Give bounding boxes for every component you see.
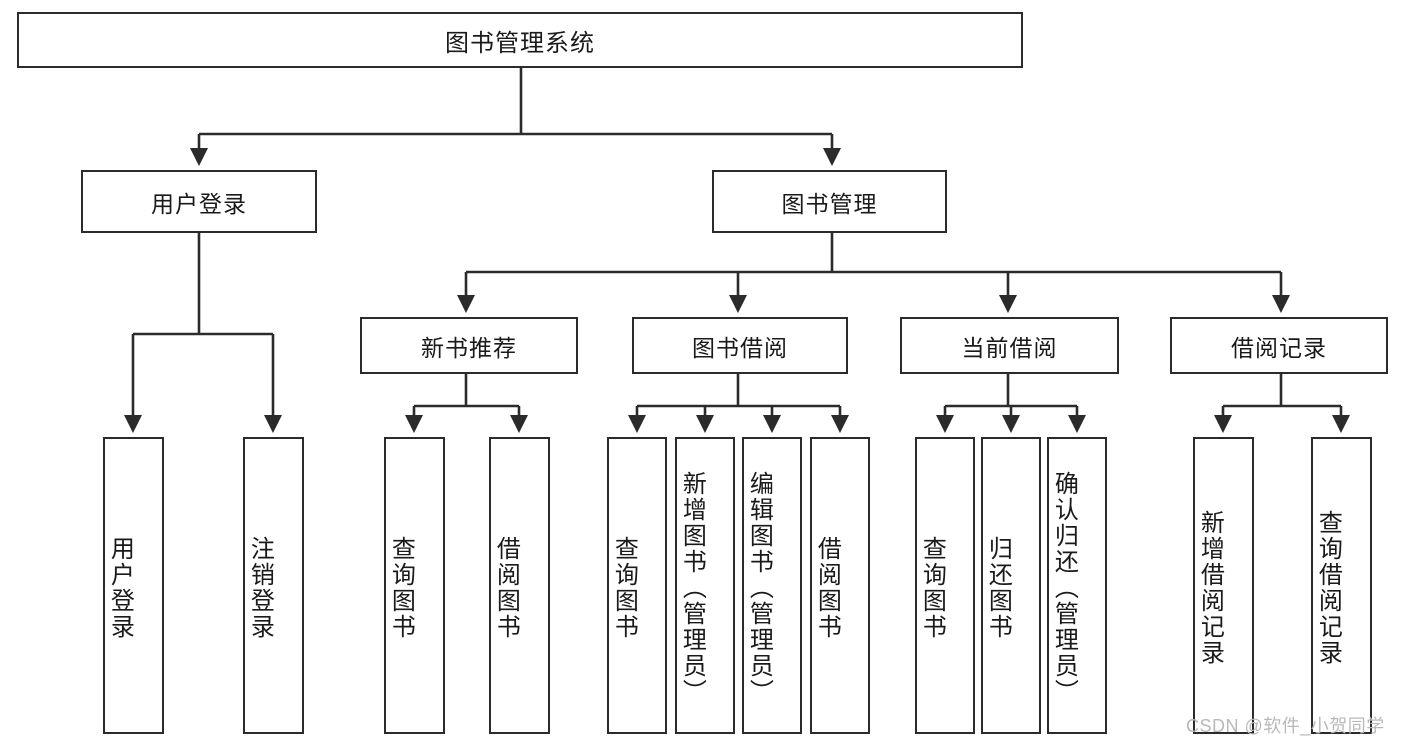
node-new-book-recommendation[interactable]: 新书推荐	[360, 317, 578, 374]
node-label: 借阅图书	[492, 535, 520, 640]
node-book-borrowing[interactable]: 图书借阅	[632, 317, 848, 374]
node-label: 图书管理	[781, 190, 878, 217]
node-current-borrowing[interactable]: 当前借阅	[900, 317, 1119, 374]
leaf-logout[interactable]: 注销登录	[243, 437, 304, 734]
node-label: 图书借阅	[692, 334, 788, 361]
watermark: CSDN @软件_小贺同学	[1186, 716, 1385, 736]
node-label: 用户登录	[106, 535, 134, 640]
leaf-query-borrow-record[interactable]: 查询借阅记录	[1311, 437, 1372, 734]
node-label: 注销登录	[246, 535, 274, 640]
node-label: 确认归还（管理员）	[1050, 470, 1078, 705]
leaf-query-book-current[interactable]: 查询图书	[915, 437, 975, 734]
node-label: 查询借阅记录	[1314, 509, 1342, 666]
node-label: 当前借阅	[961, 334, 1058, 361]
leaf-query-book-recommendation[interactable]: 查询图书	[384, 437, 445, 734]
leaf-add-book-admin[interactable]: 新增图书（管理员）	[675, 437, 735, 734]
node-label: 编辑图书（管理员）	[745, 470, 773, 705]
node-root-system[interactable]: 图书管理系统	[17, 12, 1023, 68]
leaf-borrow-book-borrowing[interactable]: 借阅图书	[810, 437, 870, 734]
leaf-user-login[interactable]: 用户登录	[103, 437, 164, 734]
leaf-add-borrow-record[interactable]: 新增借阅记录	[1193, 437, 1254, 734]
leaf-edit-book-admin[interactable]: 编辑图书（管理员）	[742, 437, 802, 734]
node-label: 借阅图书	[813, 535, 841, 640]
node-label: 用户登录	[151, 190, 247, 217]
node-label: 新书推荐	[421, 334, 517, 361]
leaf-return-book[interactable]: 归还图书	[981, 437, 1041, 734]
node-label: 图书管理系统	[445, 29, 595, 57]
node-user-login[interactable]: 用户登录	[81, 170, 317, 233]
leaf-confirm-return-admin[interactable]: 确认归还（管理员）	[1047, 437, 1107, 734]
node-book-management[interactable]: 图书管理	[712, 170, 947, 233]
node-label: 查询图书	[387, 535, 415, 640]
node-label: 新增借阅记录	[1196, 509, 1224, 666]
node-borrow-record[interactable]: 借阅记录	[1170, 317, 1388, 374]
leaf-query-book-borrowing[interactable]: 查询图书	[607, 437, 667, 734]
node-label: 新增图书（管理员）	[678, 470, 706, 705]
leaf-borrow-book-recommendation[interactable]: 借阅图书	[489, 437, 550, 734]
node-label: 查询图书	[610, 535, 638, 640]
node-label: 归还图书	[984, 535, 1012, 640]
node-label: 查询图书	[918, 535, 946, 640]
node-label: 借阅记录	[1231, 334, 1327, 361]
